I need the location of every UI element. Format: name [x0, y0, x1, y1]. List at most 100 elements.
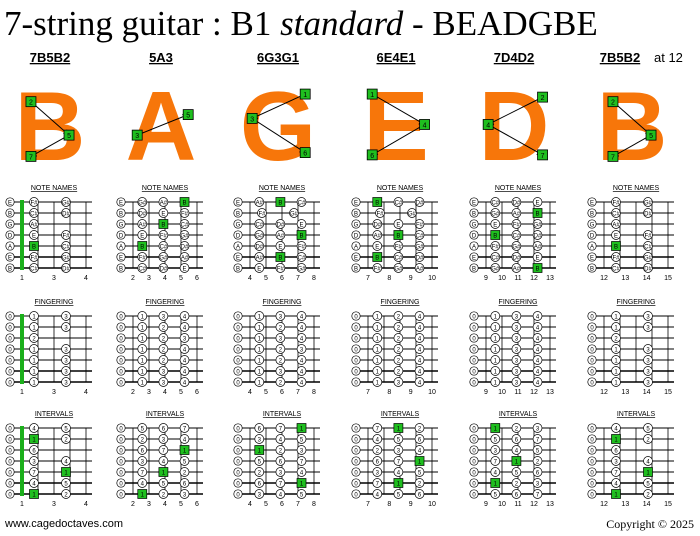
open-string-marker [233, 456, 243, 466]
note-marker [532, 489, 543, 499]
note-marker [275, 333, 286, 343]
note-label: 1 [376, 314, 380, 320]
note-label: 7 [32, 470, 36, 476]
note-label: F# [277, 266, 285, 272]
note-marker [179, 252, 190, 262]
open-string-label: 0 [236, 427, 240, 433]
open-string-marker [116, 241, 126, 251]
note-marker [643, 230, 653, 240]
note-marker [254, 377, 265, 387]
shape-label: 5A3 [149, 50, 173, 65]
fret-number: 10 [498, 389, 506, 396]
note-marker [393, 344, 404, 354]
note-marker [158, 197, 169, 207]
note-marker [532, 322, 543, 332]
open-string-marker [469, 263, 479, 273]
open-string-label: 0 [119, 482, 123, 488]
note-label: 1 [32, 437, 36, 443]
note-label: 1 [494, 325, 498, 331]
open-string-marker [469, 467, 479, 477]
open-string-label: E [472, 256, 476, 262]
note-marker [490, 489, 501, 499]
open-string-label: A [354, 245, 358, 251]
open-string-label: 0 [354, 370, 358, 376]
note-label: C# [138, 266, 146, 272]
note-label: G# [138, 200, 147, 206]
note-label: 4 [418, 325, 422, 331]
open-string-label: 0 [354, 471, 358, 477]
open-string-marker [116, 219, 126, 229]
note-marker [414, 445, 425, 455]
note-marker [275, 377, 286, 387]
open-string-label: 0 [590, 315, 594, 321]
note-label: 3 [162, 380, 166, 386]
note-marker [393, 456, 404, 466]
note-marker [158, 355, 169, 365]
open-string-label: 0 [119, 359, 123, 365]
footer-copyright: Copyright © 2025 [606, 517, 694, 531]
root-note-marker [158, 467, 169, 477]
note-marker [254, 219, 265, 229]
note-label: 2 [614, 336, 618, 342]
note-label: 4 [418, 369, 422, 375]
note-marker [532, 478, 543, 488]
note-label: 3 [515, 369, 519, 375]
note-marker [372, 311, 383, 321]
note-label: 5 [64, 481, 68, 487]
open-string-marker [233, 355, 243, 365]
arrow-square [607, 96, 619, 108]
note-label: B [536, 266, 540, 272]
root-note-marker [532, 208, 543, 218]
note-marker [643, 489, 653, 499]
open-string-marker [233, 366, 243, 376]
note-marker [179, 263, 190, 273]
note-label: 2 [162, 492, 166, 498]
note-marker [393, 241, 404, 251]
note-marker [254, 355, 265, 365]
arrow-square [299, 88, 311, 100]
fret-number: 1 [20, 389, 24, 396]
open-string-label: B [590, 212, 594, 218]
note-marker [532, 333, 543, 343]
note-label: 2 [279, 448, 283, 454]
note-marker [137, 219, 148, 229]
fret-number: 12 [600, 501, 608, 508]
note-marker [179, 230, 190, 240]
note-label: E [278, 244, 282, 250]
note-label: 4 [279, 492, 283, 498]
open-string-label: E [119, 256, 123, 262]
note-marker [61, 241, 71, 251]
note-marker [490, 445, 501, 455]
open-string-label: B [119, 212, 123, 218]
note-label: F# [376, 211, 384, 217]
root-note-marker [372, 197, 383, 207]
note-label: 2 [162, 336, 166, 342]
note-label: 1 [646, 470, 650, 476]
root-note-marker [29, 241, 39, 251]
note-label: 5 [300, 492, 304, 498]
open-string-label: 0 [354, 449, 358, 455]
note-marker [414, 333, 425, 343]
fret-number: 12 [530, 389, 538, 396]
open-string-label: 0 [236, 381, 240, 387]
open-string-marker [351, 230, 361, 240]
open-string-marker [233, 230, 243, 240]
note-marker [372, 366, 383, 376]
note-marker [511, 423, 522, 433]
note-marker [393, 219, 404, 229]
open-string-label: A [236, 245, 240, 251]
root-note-marker [29, 489, 39, 499]
note-marker [29, 219, 39, 229]
root-note-marker [158, 219, 169, 229]
nut [20, 426, 24, 496]
open-string-marker [116, 230, 126, 240]
arrow-square [537, 91, 548, 103]
footer-website: www.cagedoctaves.com [5, 518, 123, 530]
note-marker [490, 263, 501, 273]
note-label: 1 [141, 492, 145, 498]
note-marker [137, 263, 148, 273]
note-label: A# [30, 222, 38, 228]
note-label: 3 [162, 437, 166, 443]
diagram-title: NOTE NAMES [495, 185, 542, 192]
